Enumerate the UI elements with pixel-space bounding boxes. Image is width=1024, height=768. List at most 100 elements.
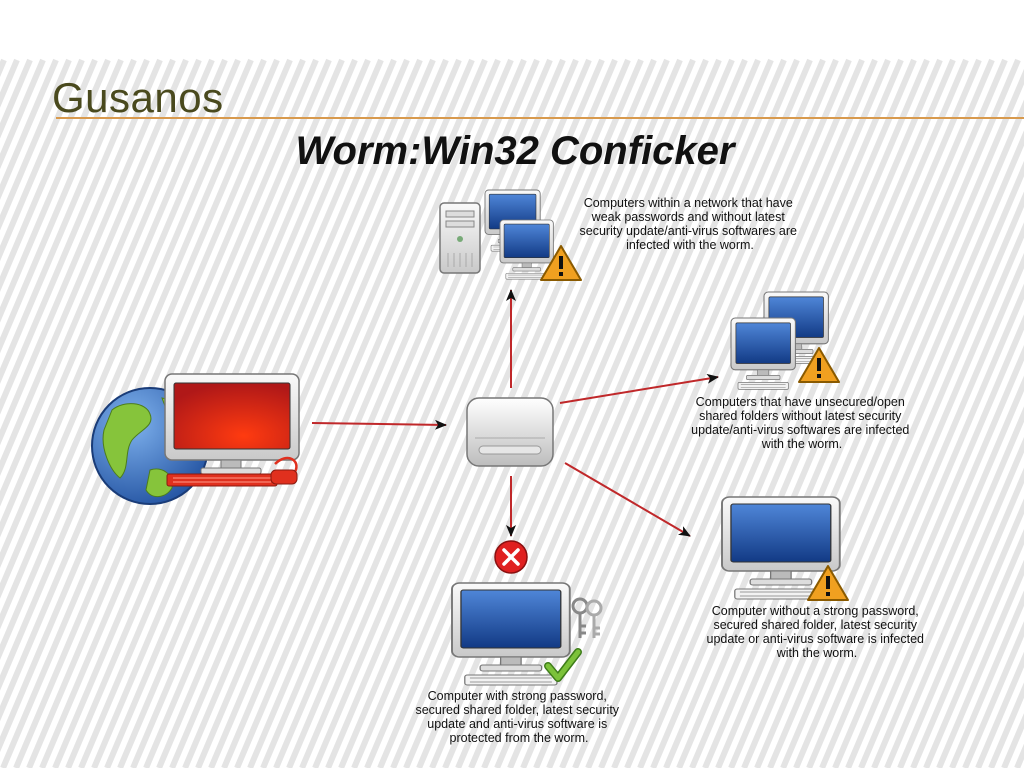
caption-line: Computer without a strong password, <box>712 604 919 618</box>
title-underline <box>56 117 1024 119</box>
caption-line: shared folders without latest security <box>699 409 902 423</box>
background-stripe <box>0 58 176 476</box>
caption-line: with the worm. <box>761 437 843 451</box>
background-stripe <box>546 58 852 768</box>
background-stripe <box>0 58 202 538</box>
background-stripe <box>0 58 72 231</box>
background-stripe <box>663 58 969 768</box>
checkmark-icon <box>544 648 582 682</box>
background-stripe <box>949 590 1024 768</box>
background-stripe <box>806 252 1024 768</box>
background-stripe <box>754 130 1024 768</box>
background-stripe <box>156 58 462 768</box>
background-stripe <box>533 58 839 768</box>
caption-line: Computer with strong password, <box>428 689 607 703</box>
background-stripe <box>169 58 475 768</box>
background-stripe <box>598 58 904 768</box>
server-icon <box>439 202 481 274</box>
background-stripe <box>0 58 111 323</box>
background-stripe <box>0 58 241 630</box>
slide-title: Gusanos <box>52 74 224 121</box>
caption-line: Computers that have unsecured/open <box>696 395 905 409</box>
background-stripe <box>910 498 1024 768</box>
background-stripe <box>962 621 1024 768</box>
background-stripe <box>793 222 1024 768</box>
background-stripe <box>611 58 917 768</box>
background-stripe <box>728 68 1024 768</box>
background-stripe <box>845 344 1024 768</box>
source-node <box>91 373 300 505</box>
background-stripe <box>897 467 1024 768</box>
background-stripe <box>312 58 618 768</box>
background-stripe <box>689 58 995 768</box>
background-stripe <box>247 58 553 768</box>
background-stripe <box>585 58 891 768</box>
svg-text:Computer with strong password,: Computer with strong password, secured s… <box>415 689 622 745</box>
arrow-source-to-hub <box>311 419 447 430</box>
background-stripe <box>0 58 163 446</box>
background-stripe <box>0 58 124 354</box>
svg-text:Computers that have unsecured/: Computers that have unsecured/open share… <box>691 395 913 451</box>
external-drive-icon <box>466 397 554 467</box>
background-stripe <box>260 58 566 768</box>
caption-line: security update/anti-virus softwares are <box>580 224 798 238</box>
target-protected: Computer with strong password, secured s… <box>415 540 622 745</box>
caption-line: infected with the worm. <box>626 238 754 252</box>
background-stripe <box>715 58 1021 768</box>
computer-icon <box>499 219 554 280</box>
background-stripe <box>936 559 1024 768</box>
background-stripe <box>234 58 540 768</box>
blocked-icon <box>494 540 528 574</box>
background-stripe <box>0 58 85 262</box>
background-stripe <box>273 58 579 768</box>
background-stripe <box>0 58 150 415</box>
diagram-heading: Worm:Win32 Conficker <box>296 129 737 173</box>
svg-text:Computer without a strong pass: Computer without a strong password, secu… <box>707 604 928 660</box>
target-open-shares: Computers that have unsecured/open share… <box>691 291 913 451</box>
background-stripe <box>923 529 1024 768</box>
keys-icon <box>571 597 603 638</box>
caption-line: update/anti-virus softwares are infected <box>691 423 909 437</box>
background-stripe <box>0 58 189 507</box>
background-stripe <box>871 406 1024 768</box>
caption-line: protected from the worm. <box>450 731 589 745</box>
infected-computer-icon <box>164 373 300 487</box>
background-stripe <box>572 58 878 768</box>
background-stripe <box>520 58 826 768</box>
arrows <box>311 289 719 537</box>
background-stripe <box>858 375 1024 768</box>
computer-icon <box>730 317 796 390</box>
arrow-hub-to-no-strong-password <box>564 462 691 537</box>
background-stripe <box>221 58 527 768</box>
background-stripe <box>650 58 956 768</box>
caption-line: with the worm. <box>776 646 858 660</box>
background-stripe <box>0 58 98 292</box>
caption-line: update and anti-virus software is <box>427 717 607 731</box>
target-no-strong-password: Computer without a strong password, secu… <box>707 496 928 660</box>
background-stripe <box>832 314 1024 768</box>
background-stripe <box>182 58 488 768</box>
arrow-hub-to-open-shares <box>559 373 719 404</box>
background-stripe <box>286 58 592 768</box>
caption-line: weak passwords and without latest <box>591 210 786 224</box>
background-stripe <box>767 160 1024 768</box>
caption-line: Computers within a network that have <box>584 196 793 210</box>
background-stripe <box>624 58 930 768</box>
background-stripe <box>637 58 943 768</box>
background-stripe <box>780 191 1024 768</box>
background-stripe <box>0 58 137 384</box>
background-stripe <box>195 58 501 768</box>
caption-line: update or anti-virus software is infecte… <box>707 632 925 646</box>
background-stripe <box>0 58 228 599</box>
background-stripe <box>208 58 514 768</box>
background-stripe <box>676 58 982 768</box>
background-stripe <box>559 58 865 768</box>
background-stripe <box>884 436 1024 768</box>
background-stripe <box>819 283 1024 768</box>
background-stripe <box>0 58 215 569</box>
background-stripe <box>741 99 1024 768</box>
background-stripe <box>0 58 59 200</box>
target-weak-passwords: Computers within a network that have wea… <box>439 189 798 281</box>
background-stripe <box>299 58 605 768</box>
